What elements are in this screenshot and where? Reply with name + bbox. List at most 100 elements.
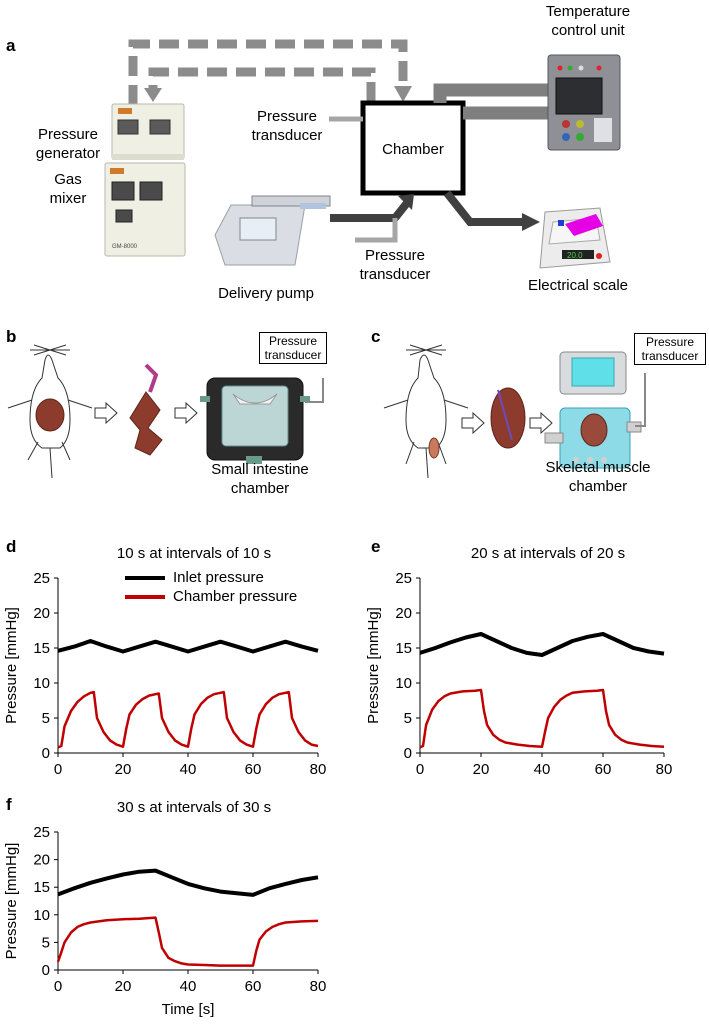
x-tick-label: 40 [180,761,197,778]
panel-b-transducer-box: Pressure transducer [259,332,327,364]
y-tick-label: 20 [395,605,412,622]
electrical-scale-device: 20.0 [539,207,611,269]
gas-line-outer [128,39,408,105]
panel-c-diagram [383,344,646,479]
y-tick-label: 5 [42,934,50,951]
gas-mixer-line1: Gas [54,171,82,188]
x-tick-label: 80 [310,978,327,995]
y-tick-label: 10 [33,675,50,692]
pump-arrow-head [398,194,414,210]
chamber-label: Chamber [382,141,444,158]
transducer-bottom-line2: transducer [359,266,431,283]
electrical-scale-label: Electrical scale [527,277,629,294]
x-tick-label: 80 [310,761,327,778]
panel-c-box-line2: transducer [641,349,699,363]
panel-b-transducer-line [305,378,324,403]
transducer-bottom-line [355,218,398,243]
chamber-box [360,100,466,196]
gas-arrow-inner-head [144,88,162,102]
chart-title: 20 s at intervals of 20 s [471,545,625,562]
panel-b-caption-line2: chamber [230,480,290,497]
scale-display: 20.0 [567,251,583,260]
x-tick-label: 80 [656,761,673,778]
y-axis-label: Pressure [mmHg] [3,843,20,960]
legend-label-chamber: Chamber pressure [173,588,298,605]
skeletal-muscle-chamber-device [544,351,642,469]
rat-illustration-c [383,344,469,479]
series-line-inlet-pressure [419,632,665,657]
small-intestine-chamber-device [200,377,310,464]
gas-line-inner [148,67,376,102]
legend-item-inlet: Inlet pressure [125,568,297,587]
y-tick-label: 15 [33,640,50,657]
chart-title: 30 s at intervals of 30 s [117,799,271,816]
x-tick-label: 20 [473,761,490,778]
gas-mixer-model: GM-8000 [112,244,138,250]
panel-a-letter: a [6,36,16,55]
y-tick-label: 25 [395,570,412,587]
x-axis-label: Time [s] [162,1001,215,1018]
temperature-line-top [433,83,548,103]
temperature-control-device [547,54,621,151]
panel-b-diagram [7,344,324,479]
panel-c-letter: c [371,327,381,346]
intestine-illustration [129,363,163,456]
panel-c-caption-line1: Skeletal muscle [545,459,651,476]
y-tick-label: 5 [404,710,412,727]
x-tick-label: 40 [534,761,551,778]
panel-b-caption-line1: Small intestine [211,461,309,478]
pressure-transducer-bottom-label: Pressure transducer [352,246,438,284]
pressure-generator-label: Pressure generator [28,125,108,163]
pressure-generator-line2: generator [35,145,101,162]
y-tick-label: 10 [33,907,50,924]
transducer-top-line2: transducer [251,127,323,144]
y-tick-label: 10 [395,675,412,692]
panel-c-transducer-line [635,373,646,427]
transducer-top-line1: Pressure [256,108,318,125]
panel-b-arrow-1 [94,401,118,425]
scale-arrow-head [522,213,540,231]
pump-line [330,200,411,222]
gas-arrow-outer-head [394,86,412,102]
panel-c-caption-line2: chamber [568,478,628,495]
series-line-inlet-pressure [57,639,319,654]
delivery-pump-device [214,195,331,266]
legend-swatch-inlet [125,575,165,580]
chart-title: 10 s at intervals of 10 s [117,545,271,562]
y-tick-label: 0 [404,745,412,762]
series-line-chamber-pressure [419,688,665,749]
y-tick-label: 0 [42,962,50,979]
y-tick-label: 0 [42,745,50,762]
temperature-control-unit-label: Temperature control unit [534,2,642,40]
panel-c-arrow-1 [461,411,485,435]
skeletal-muscle-chamber-label: Skeletal muscle chamber [536,458,660,496]
rat-illustration-b [7,344,93,479]
panel-b-box-line1: Pressure [268,334,318,348]
pressure-generator-line1: Pressure [37,126,99,143]
transducer-bottom-line1: Pressure [364,247,426,264]
gas-mixer-device: GM-8000 [104,162,186,257]
y-tick-label: 15 [395,640,412,657]
y-tick-label: 5 [42,710,50,727]
y-tick-label: 20 [33,605,50,622]
panel-d-letter: d [6,537,17,556]
panel-b-letter: b [6,327,17,346]
panel-f-letter: f [6,795,12,814]
gas-mixer-label: Gas mixer [38,170,98,208]
panel-c-arrow-2 [529,411,553,435]
x-tick-label: 0 [54,761,62,778]
panel-a-diagram: GM-8000 20.0 [104,39,621,269]
x-tick-label: 0 [416,761,424,778]
legend-label-inlet: Inlet pressure [173,569,264,586]
y-tick-label: 15 [33,879,50,896]
x-tick-label: 40 [180,978,197,995]
x-tick-label: 20 [115,978,132,995]
panel-e-letter: e [371,537,381,556]
y-axis-label: Pressure [mmHg] [3,607,20,724]
chart-legend: Inlet pressure Chamber pressure [125,568,297,606]
series-line-chamber-pressure [57,690,319,749]
series-line-chamber-pressure [56,916,319,967]
small-intestine-chamber-label: Small intestine chamber [200,460,320,498]
